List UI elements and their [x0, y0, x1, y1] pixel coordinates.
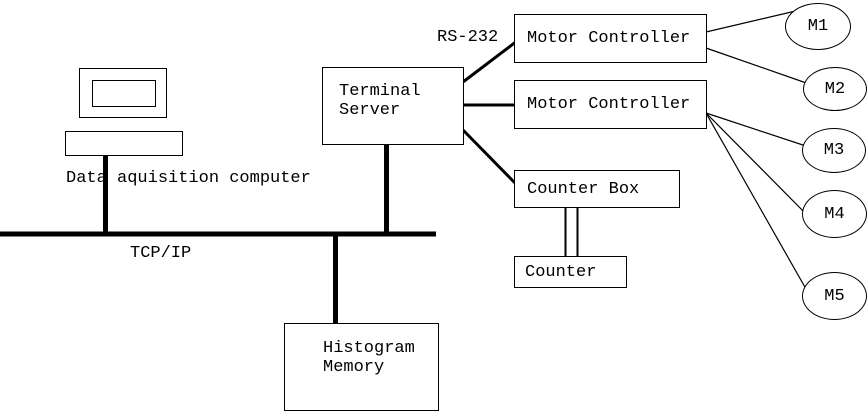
node-motor-controller-2: Motor Controller	[514, 80, 707, 129]
node-histogram-memory: Histogram Memory	[284, 323, 439, 411]
motor-label: M2	[824, 79, 846, 99]
mc1-m1-link	[705, 9, 801, 33]
tcpip-label: TCP/IP	[130, 244, 192, 263]
mc1-m2-link	[705, 47, 813, 86]
rs232-link-mc1	[462, 39, 518, 84]
screen-icon	[92, 80, 156, 107]
mc2-m5-link	[705, 112, 811, 297]
motor-label: M1	[807, 17, 829, 36]
mc2-m3-link	[705, 112, 816, 150]
keyboard-icon	[65, 131, 183, 156]
node-motor-m5: M5	[802, 272, 867, 320]
node-counter: Counter	[514, 256, 627, 288]
motor-label: M5	[824, 286, 845, 306]
terminal-server-counterbox-link	[461, 128, 519, 187]
node-terminal-server: Terminal Server	[322, 67, 464, 145]
node-motor-m4: M4	[802, 190, 867, 238]
node-motor-controller-1: Motor Controller	[514, 14, 707, 63]
motor-label: M3	[823, 141, 845, 160]
data-acquisition-label: Data aquisition computer	[66, 169, 311, 188]
mc2-m4-link	[705, 112, 816, 224]
node-counter-box: Counter Box	[514, 170, 680, 208]
rs232-label: RS-232	[437, 28, 499, 47]
node-motor-m3: M3	[802, 128, 866, 173]
node-motor-m2: M2	[803, 67, 867, 111]
node-motor-m1: M1	[785, 3, 851, 50]
motor-label: M4	[824, 204, 845, 224]
